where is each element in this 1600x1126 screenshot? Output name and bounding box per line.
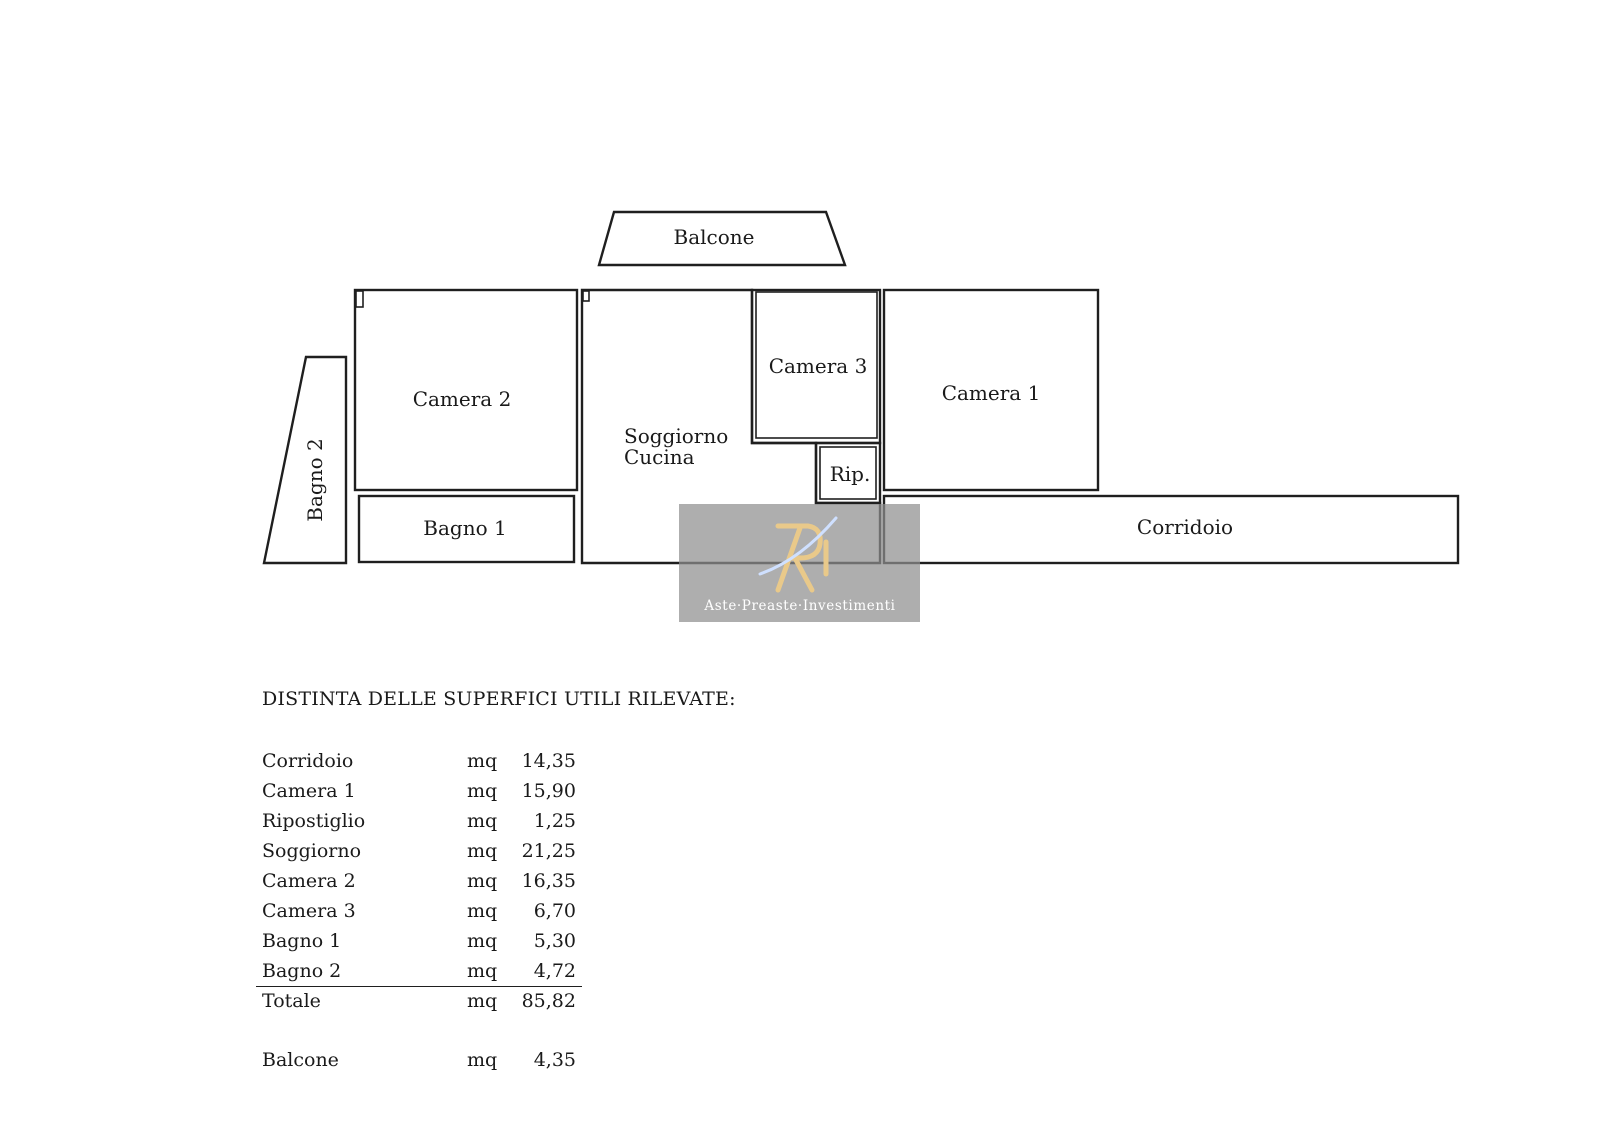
row-value: 6,70	[533, 900, 576, 922]
row-name: Camera 3	[262, 900, 356, 922]
row-unit: mq	[467, 840, 498, 862]
total-row: Totale mq 85,82	[256, 986, 586, 1016]
camera3-label: Camera 3	[769, 354, 868, 378]
ripostiglio-outline	[814, 441, 882, 505]
row-unit: mq	[467, 900, 498, 922]
row-value: 4,72	[533, 960, 576, 982]
bagno1-label: Bagno 1	[423, 516, 506, 540]
row-name: Corridoio	[262, 750, 354, 772]
total-divider	[256, 986, 582, 987]
row-unit: mq	[467, 780, 498, 802]
soggiorno-label-line2: Cucina	[624, 445, 695, 469]
table-row: Camera 1 mq 15,90	[256, 776, 586, 806]
bagno2-label: Bagno 2	[303, 438, 327, 521]
row-name: Soggiorno	[262, 840, 362, 862]
spacer	[256, 1016, 586, 1045]
row-name: Bagno 2	[262, 960, 342, 982]
row-name: Ripostiglio	[262, 810, 366, 832]
table-row: Bagno 2 mq 4,72	[256, 956, 586, 986]
camera2-label: Camera 2	[413, 387, 512, 411]
camera1-label: Camera 1	[942, 381, 1041, 405]
camera3-inner-wall	[755, 291, 878, 439]
table-row: Corridoio mq 14,35	[256, 746, 586, 776]
total-unit: mq	[467, 990, 498, 1012]
row-name: Camera 1	[262, 780, 356, 802]
table-row: Ripostiglio mq 1,25	[256, 806, 586, 836]
bagno2-outline	[262, 355, 348, 565]
ripostiglio-label: Rip.	[830, 462, 871, 486]
row-value: 16,35	[521, 870, 576, 892]
row-unit: mq	[467, 750, 498, 772]
watermark-text: Aste·Preaste·Investimenti	[703, 598, 895, 614]
row-unit: mq	[467, 810, 498, 832]
row-unit: mq	[467, 930, 498, 952]
camera1-outline	[882, 288, 1100, 492]
total-name: Totale	[262, 990, 321, 1012]
balcony-name: Balcone	[262, 1049, 339, 1071]
table-row: Camera 3 mq 6,70	[256, 896, 586, 926]
watermark-logo-icon	[758, 516, 838, 593]
total-value: 85,82	[521, 990, 576, 1012]
table-row: Soggiorno mq 21,25	[256, 836, 586, 866]
schedule-title: DISTINTA DELLE SUPERFICI UTILI RILEVATE:	[262, 688, 736, 710]
watermark: Aste·Preaste·Investimenti	[679, 504, 920, 622]
soggiorno-label-line1: Soggiorno	[624, 424, 728, 448]
balcony-value: 4,35	[533, 1049, 576, 1071]
balcone-outline	[597, 210, 847, 267]
camera2-column	[355, 290, 364, 308]
table-row: Bagno 1 mq 5,30	[256, 926, 586, 956]
balcony-unit: mq	[467, 1049, 498, 1071]
row-value: 21,25	[521, 840, 576, 862]
row-unit: mq	[467, 960, 498, 982]
row-unit: mq	[467, 870, 498, 892]
row-name: Camera 2	[262, 870, 356, 892]
row-value: 5,30	[533, 930, 576, 952]
corridoio-label: Corridoio	[1137, 515, 1233, 539]
balcone-label: Balcone	[674, 225, 755, 249]
soggiorno-column	[582, 290, 590, 302]
balcony-row: Balcone mq 4,35	[256, 1045, 586, 1075]
area-schedule-table: Corridoio mq 14,35 Camera 1 mq 15,90 Rip…	[256, 746, 586, 1075]
camera2-outline	[353, 288, 579, 492]
row-value: 1,25	[533, 810, 576, 832]
row-name: Bagno 1	[262, 930, 342, 952]
table-row: Camera 2 mq 16,35	[256, 866, 586, 896]
row-value: 15,90	[521, 780, 576, 802]
row-value: 14,35	[521, 750, 576, 772]
ripostiglio-inner-wall	[819, 446, 877, 500]
bagno1-outline	[357, 494, 576, 564]
